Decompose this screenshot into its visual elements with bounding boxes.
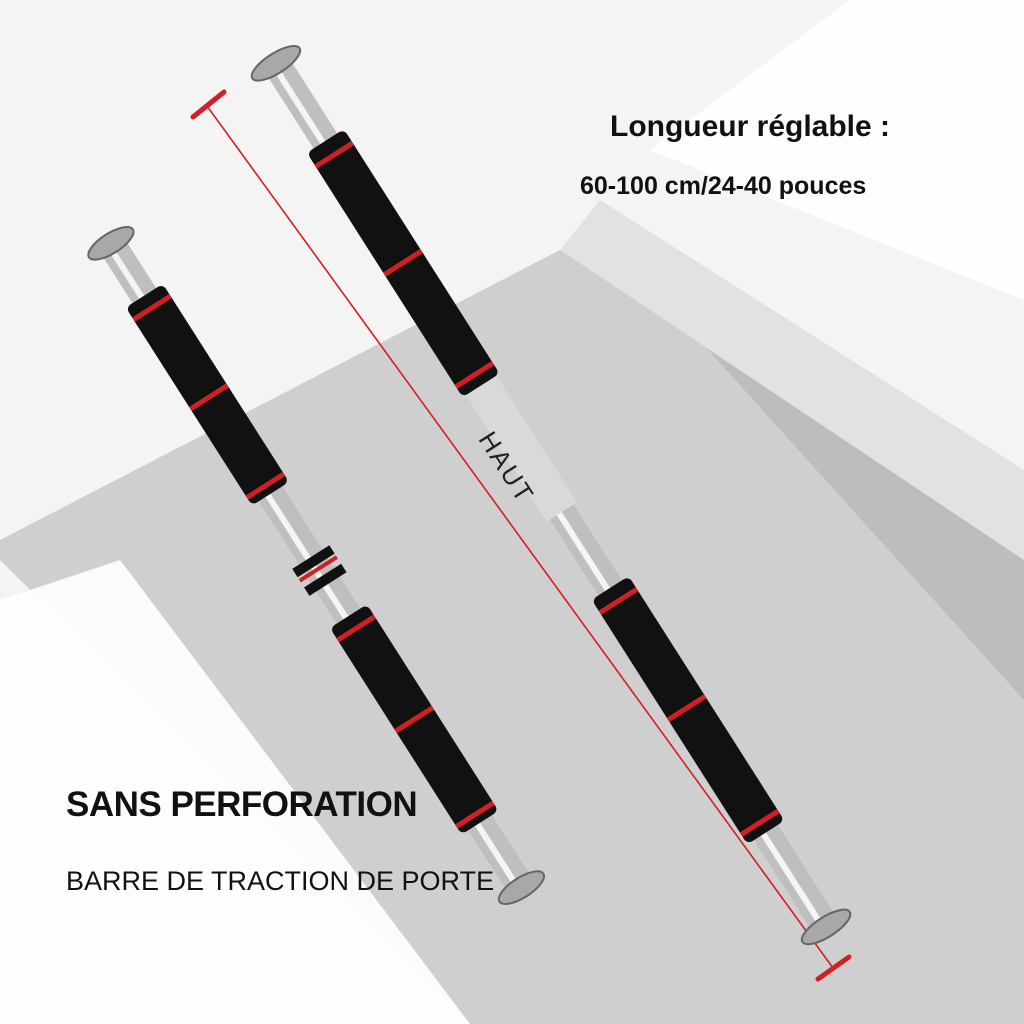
pull-up-bar-left: [87, 225, 545, 905]
pull-up-bar-right: [250, 45, 852, 946]
measurement-line: [190, 89, 852, 982]
length-range-text: 60-100 cm/24-40 pouces: [580, 172, 867, 200]
adjustable-length-heading: Longueur réglable :: [610, 110, 891, 143]
feature-title: SANS PERFORATION: [66, 785, 418, 824]
product-name: BARRE DE TRACTION DE PORTE: [66, 866, 495, 896]
